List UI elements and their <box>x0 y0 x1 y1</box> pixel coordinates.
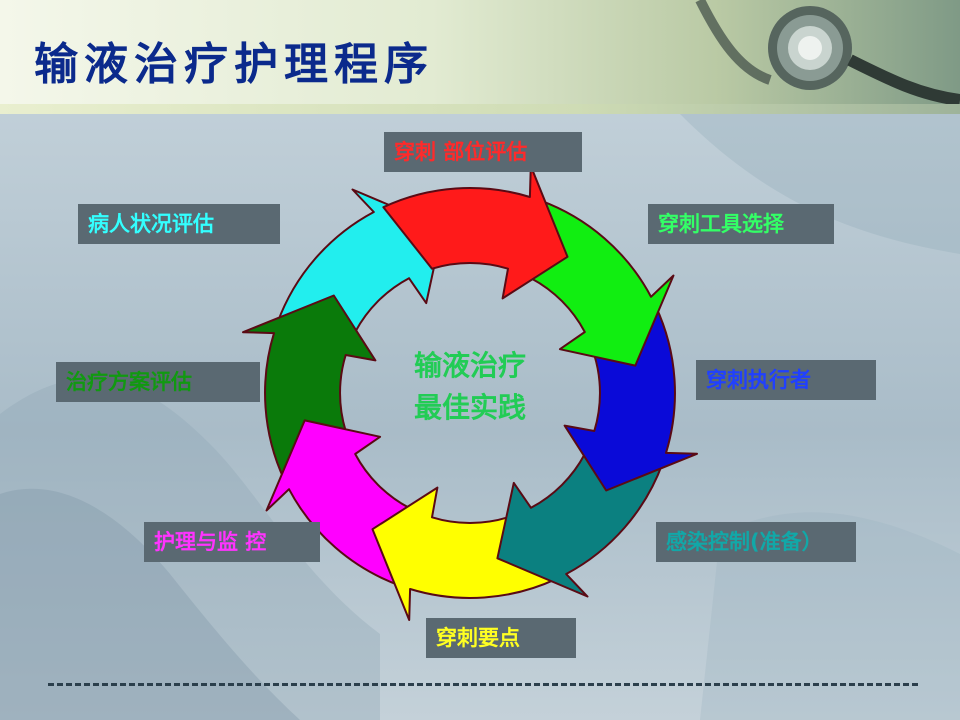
step-label-puncture-tool: 穿刺工具选择 <box>648 204 834 244</box>
cycle-arrow-5 <box>265 419 410 587</box>
slide-title: 输液治疗护理程序 <box>34 39 434 90</box>
cycle-arrow-0 <box>382 165 569 300</box>
step-label-infection-control: 感染控制(准备） <box>656 522 856 562</box>
cycle-arrow-3 <box>496 453 664 598</box>
step-label-puncture-key-points: 穿刺要点 <box>426 618 576 658</box>
step-label-puncture-site: 穿刺 部位评估 <box>384 132 582 172</box>
cycle-arrow-1 <box>530 199 675 367</box>
center-text-line-2: 最佳实践 <box>414 391 526 424</box>
header-divider <box>0 104 960 114</box>
step-label-treatment-plan: 治疗方案评估 <box>56 362 260 402</box>
stethoscope-image <box>695 0 960 106</box>
step-label-patient-condition: 病人状况评估 <box>78 204 280 244</box>
step-label-care-monitoring: 护理与监 控 <box>144 522 320 562</box>
footer-divider <box>48 683 918 686</box>
step-label-puncture-operator: 穿刺执行者 <box>696 360 876 400</box>
center-text-line-1: 输液治疗 <box>414 349 526 382</box>
